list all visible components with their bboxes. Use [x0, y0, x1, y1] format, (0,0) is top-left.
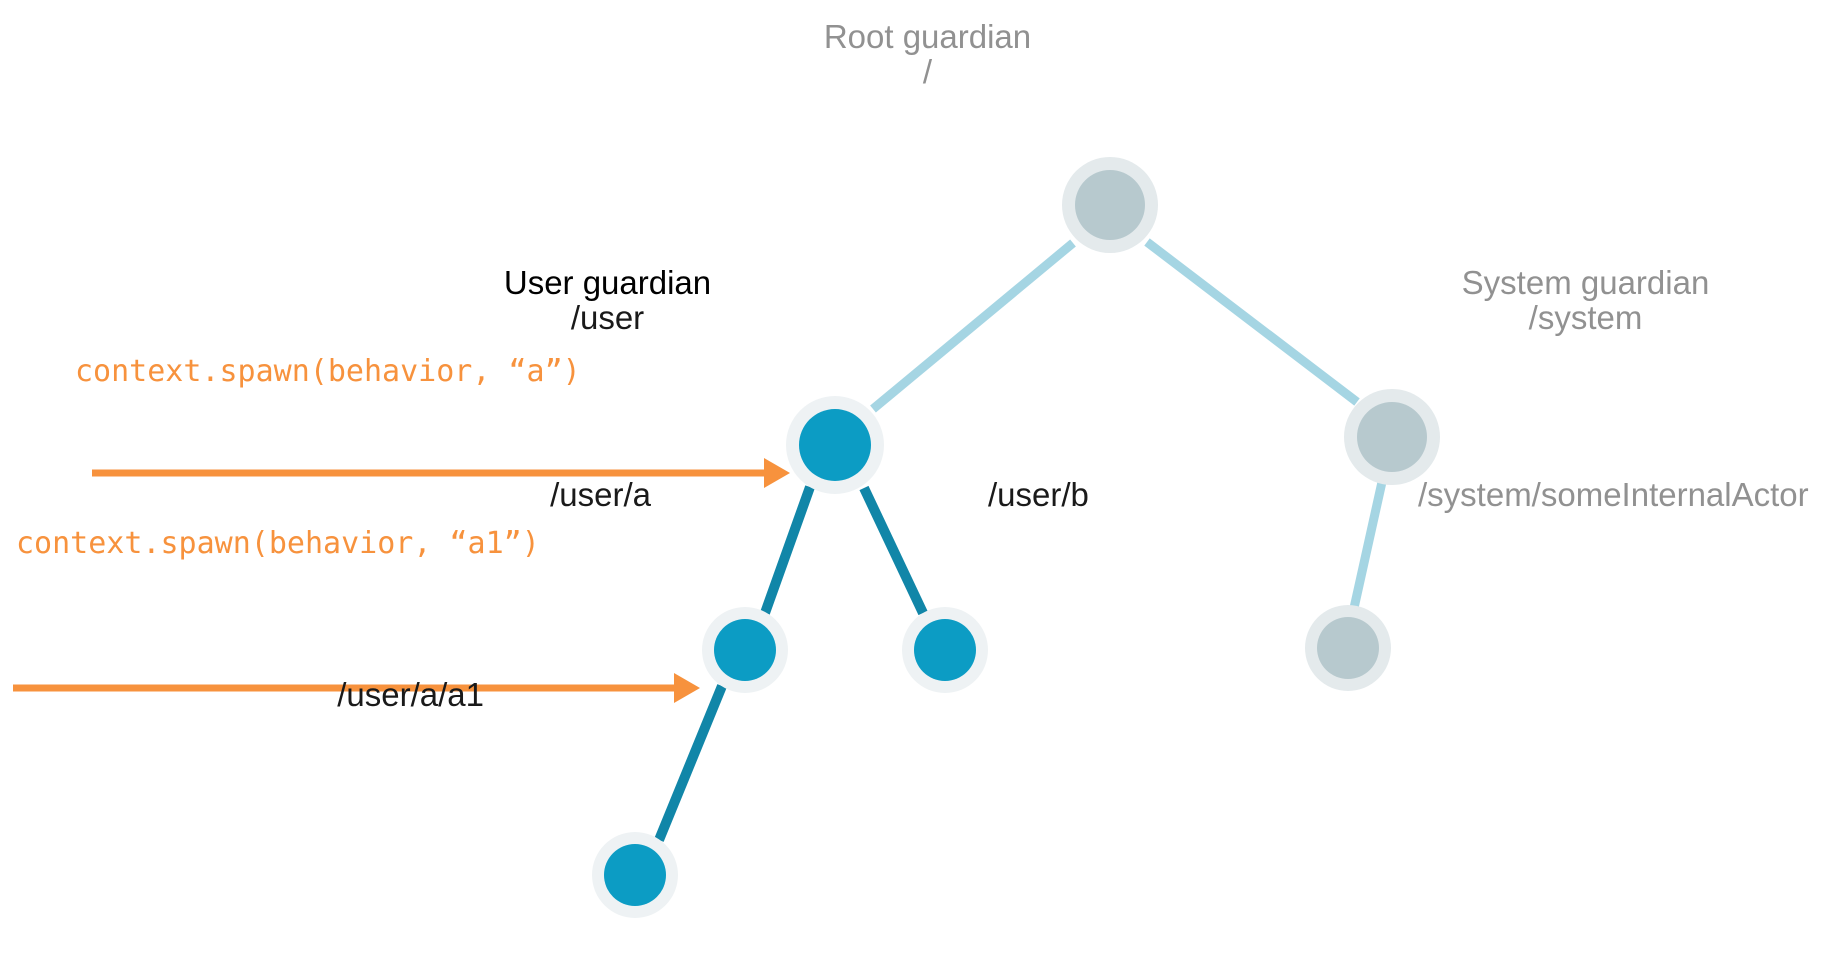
spawn-code-spawn-a1: context.spawn(behavior, “a1”): [16, 526, 540, 561]
label-system-internal-actor: /system/someInternalActor: [1418, 476, 1848, 513]
label-user-a: /user/a: [421, 476, 651, 513]
node-core-system[interactable]: [1357, 402, 1427, 472]
node-a[interactable]: [702, 607, 788, 693]
spawn-arrows-layer: [13, 458, 790, 703]
label-user-guardian: User guardian/user: [470, 264, 745, 336]
label-path-user-a: /user/a: [550, 476, 651, 513]
label-path-root-guardian: /: [922, 52, 933, 90]
node-root[interactable]: [1062, 157, 1158, 253]
label-system-guardian: System guardian/system: [1448, 264, 1723, 336]
edge-root-system: [1144, 238, 1360, 406]
label-path-system-internal-actor: /system/someInternalActor: [1418, 476, 1809, 513]
label-user-a-a1: /user/a/a1: [254, 676, 484, 713]
label-root-guardian: Root guardian/: [790, 18, 1065, 90]
spawn-arrow-head-spawn-a1: [674, 673, 700, 703]
label-path-user-b: /user/b: [988, 476, 1089, 513]
nodes-layer: [592, 157, 1440, 918]
label-title-user-guardian: User guardian: [503, 264, 712, 301]
edges-layer: [654, 238, 1387, 842]
node-core-b[interactable]: [914, 619, 976, 681]
node-a1[interactable]: [592, 832, 678, 918]
node-core-user[interactable]: [799, 409, 871, 481]
spawn-arrow-head-spawn-a: [764, 458, 790, 488]
label-title-root-guardian: Root guardian: [823, 18, 1032, 55]
node-core-a[interactable]: [714, 619, 776, 681]
node-user[interactable]: [786, 396, 884, 494]
label-path-user-a-a1: /user/a/a1: [337, 676, 484, 713]
node-some-internal-actor[interactable]: [1305, 605, 1391, 691]
spawn-arrow-spawn-a1: [13, 673, 700, 703]
edge-user-b: [859, 485, 928, 616]
spawn-code-spawn-a: context.spawn(behavior, “a”): [75, 354, 581, 389]
label-path-system-guardian: /system: [1528, 298, 1643, 336]
edge-a-a1: [654, 684, 727, 842]
node-core-a1[interactable]: [604, 844, 666, 906]
edge-user-a: [760, 485, 815, 615]
node-b[interactable]: [902, 607, 988, 693]
node-system[interactable]: [1344, 389, 1440, 485]
node-core-some-internal-actor[interactable]: [1317, 617, 1379, 679]
node-core-root[interactable]: [1075, 170, 1145, 240]
edge-system-internal: [1349, 481, 1387, 609]
edge-root-user: [870, 239, 1076, 413]
label-user-b: /user/b: [988, 476, 1218, 513]
label-path-user-guardian: /user: [570, 298, 645, 336]
spawn-arrow-spawn-a: [92, 458, 790, 488]
label-title-system-guardian: System guardian: [1461, 264, 1710, 301]
